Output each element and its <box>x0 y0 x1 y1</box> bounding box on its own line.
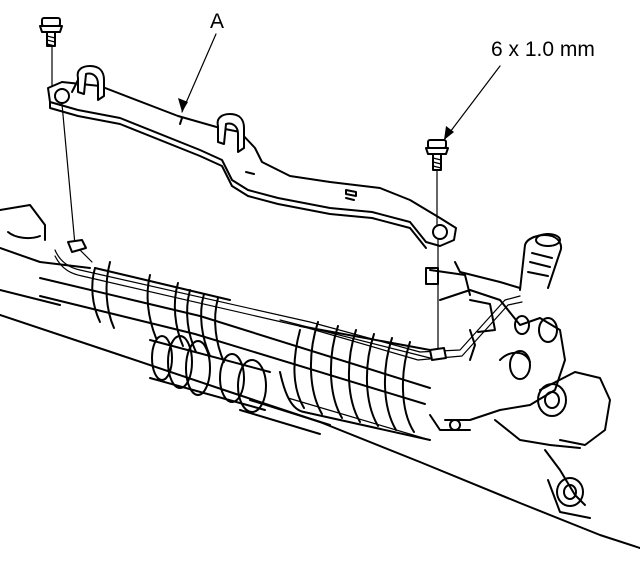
mounting-bracket <box>47 65 457 249</box>
steering-gearbox <box>0 204 640 549</box>
lower-left-bellows <box>149 335 271 413</box>
right-flange-bolt <box>425 139 449 171</box>
arrow-head-bolt <box>444 126 454 140</box>
arrow-head-a <box>178 98 188 112</box>
right-mount <box>494 371 611 519</box>
left-boot <box>91 261 231 363</box>
label-bolt-spec: 6 x 1.0 mm <box>491 38 595 61</box>
input-shaft <box>519 233 562 291</box>
right-bolt-hole <box>432 224 448 240</box>
left-bolt-hole <box>54 88 70 104</box>
leader-lines <box>178 33 501 141</box>
valve-body <box>425 261 566 431</box>
alignment-lines <box>51 45 447 361</box>
label-part-a: A <box>210 10 224 33</box>
left-flange-bolt <box>39 17 63 47</box>
